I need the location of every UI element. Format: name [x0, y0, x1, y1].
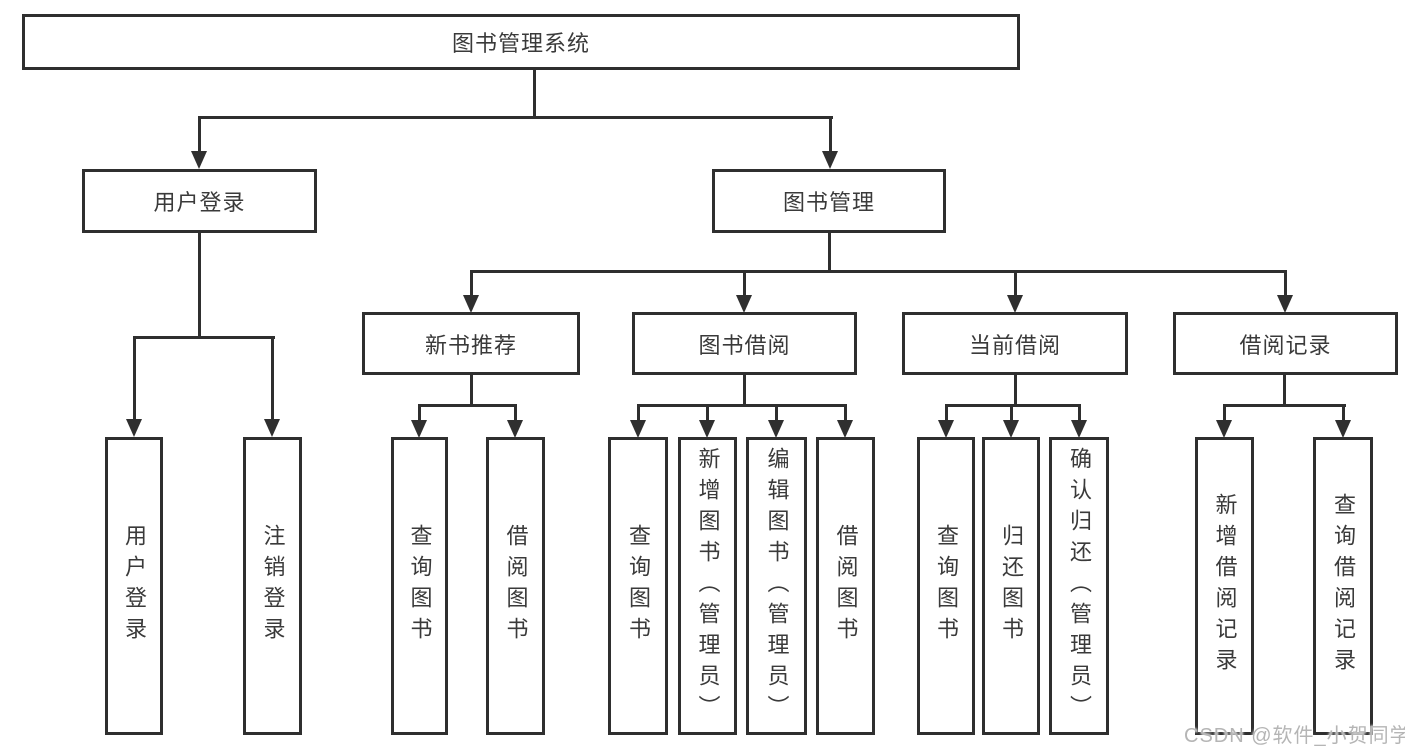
node-user-login: 用户登录 — [82, 169, 317, 233]
arrow-to-leaf-logout — [264, 337, 280, 437]
leaf-borrow-book-1: 借阅图书 — [486, 437, 545, 735]
leaf-return-book: 归还图书 — [982, 437, 1040, 735]
leaf-logout-label: 注销登录 — [260, 524, 286, 648]
arrow-to-book-borrow — [736, 271, 752, 313]
leaf-query-book-1-label: 查询图书 — [407, 524, 433, 648]
connector-record-horizontal — [1223, 404, 1346, 407]
arrow-to-leaf-query-book-3 — [938, 405, 954, 438]
leaf-add-book-admin: 新增图书（管理员） — [678, 437, 737, 735]
arrow-to-new-book-rec — [463, 271, 479, 313]
node-book-management: 图书管理 — [712, 169, 946, 233]
leaf-query-book-3: 查询图书 — [917, 437, 975, 735]
node-borrow-record-label: 借阅记录 — [1239, 332, 1332, 358]
arrow-to-leaf-user-login — [126, 337, 142, 437]
arrow-to-leaf-add-record — [1216, 405, 1232, 438]
leaf-add-borrow-record-label: 新增借阅记录 — [1212, 493, 1238, 679]
leaf-borrow-book-2-label: 借阅图书 — [833, 524, 859, 648]
arrow-to-leaf-query-record — [1335, 405, 1351, 438]
leaf-user-login: 用户登录 — [105, 437, 163, 735]
connector-record-drop — [1283, 375, 1286, 406]
arrow-to-leaf-return-book — [1003, 405, 1019, 438]
leaf-logout: 注销登录 — [243, 437, 302, 735]
connector-current-drop — [1014, 374, 1017, 406]
node-user-login-label: 用户登录 — [153, 190, 246, 215]
leaf-confirm-return-admin: 确认归还（管理员） — [1049, 437, 1109, 735]
arrow-to-book-management — [822, 117, 838, 169]
node-root: 图书管理系统 — [22, 14, 1020, 70]
leaf-edit-book-admin-label: 编辑图书（管理员） — [764, 446, 790, 726]
leaf-add-book-admin-label: 新增图书（管理员） — [695, 446, 721, 726]
node-current-borrow: 当前借阅 — [902, 312, 1128, 375]
leaf-query-borrow-record: 查询借阅记录 — [1313, 437, 1373, 735]
csdn-watermark: CSDN @软件_小贺同学 — [1184, 725, 1405, 747]
arrow-to-leaf-confirm-return — [1071, 405, 1087, 438]
connector-level1-horizontal — [198, 116, 833, 119]
leaf-query-book-2-label: 查询图书 — [626, 524, 651, 648]
leaf-borrow-book-2: 借阅图书 — [816, 437, 875, 735]
leaf-borrow-book-1-label: 借阅图书 — [503, 524, 529, 648]
arrow-to-current-borrow — [1007, 271, 1023, 313]
arrow-to-user-login — [191, 117, 207, 169]
leaf-user-login-label: 用户登录 — [122, 524, 147, 648]
leaf-query-borrow-record-label: 查询借阅记录 — [1331, 493, 1356, 679]
connector-newbook-horizontal — [418, 404, 517, 407]
leaf-edit-book-admin: 编辑图书（管理员） — [746, 437, 807, 735]
arrow-to-borrow-record — [1277, 271, 1293, 313]
leaf-return-book-label: 归还图书 — [999, 524, 1024, 648]
node-current-borrow-label: 当前借阅 — [968, 332, 1061, 358]
leaf-query-book-3-label: 查询图书 — [934, 524, 959, 648]
node-borrow-record: 借阅记录 — [1173, 312, 1398, 375]
connector-borrow-horizontal — [637, 404, 847, 407]
arrow-to-leaf-edit-book — [768, 405, 784, 438]
connector-bookmgmt-drop — [828, 233, 831, 272]
arrow-to-leaf-query-book-2 — [630, 405, 646, 438]
arrow-to-leaf-add-book — [699, 405, 715, 438]
node-root-label: 图书管理系统 — [451, 31, 590, 56]
node-new-book-recommend: 新书推荐 — [362, 312, 580, 375]
connector-level2-horizontal — [470, 270, 1287, 273]
arrow-to-leaf-borrow-book-1 — [507, 405, 523, 438]
leaf-add-borrow-record: 新增借阅记录 — [1195, 437, 1254, 735]
connector-current-horizontal — [945, 404, 1081, 407]
connector-userlogin-drop — [198, 233, 201, 338]
leaf-confirm-return-admin-label: 确认归还（管理员） — [1067, 446, 1092, 726]
leaf-query-book-1: 查询图书 — [391, 437, 448, 735]
node-book-management-label: 图书管理 — [782, 190, 875, 215]
leaf-query-book-2: 查询图书 — [608, 437, 668, 735]
arrow-to-leaf-query-book-1 — [411, 405, 427, 438]
connector-userlogin-horizontal — [133, 336, 275, 339]
arrow-to-leaf-borrow-book-2 — [837, 405, 853, 438]
node-book-borrow-label: 图书借阅 — [698, 332, 791, 358]
node-new-book-recommend-label: 新书推荐 — [424, 332, 517, 358]
connector-root-drop — [533, 69, 536, 118]
node-book-borrow: 图书借阅 — [632, 312, 857, 375]
connector-newbook-drop — [470, 375, 473, 406]
connector-borrow-drop — [743, 375, 746, 406]
